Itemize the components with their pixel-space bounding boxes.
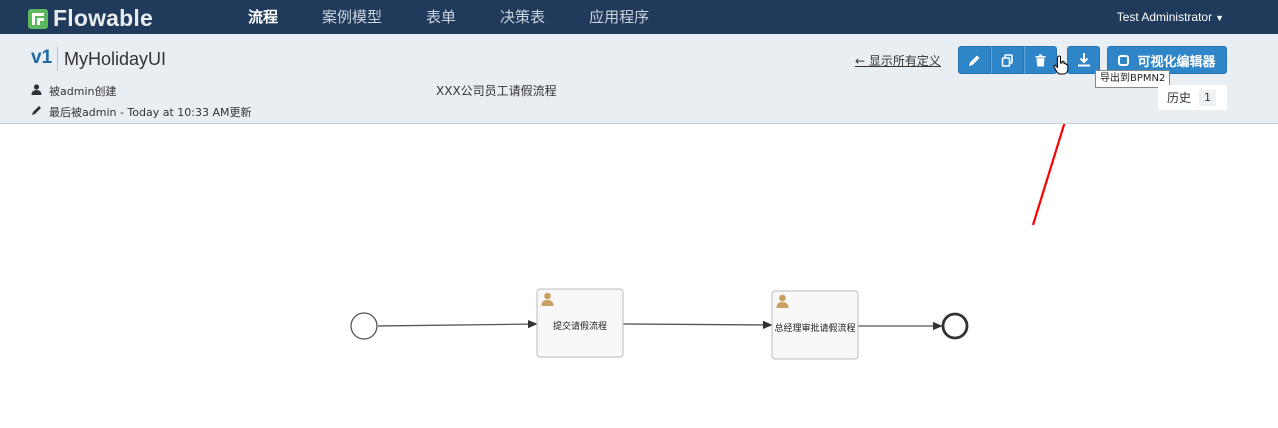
last-updated-line: 最后被admin - Today at 10:33 AM更新 bbox=[31, 104, 252, 120]
nav-processes[interactable]: 流程 bbox=[226, 0, 300, 40]
created-by-text: 被admin创建 bbox=[49, 85, 117, 98]
main-nav: 流程 案例模型 表单 决策表 应用程序 bbox=[226, 0, 671, 40]
nav-case-models[interactable]: 案例模型 bbox=[322, 8, 383, 26]
delete-button[interactable] bbox=[1024, 46, 1057, 74]
header-divider bbox=[57, 47, 58, 71]
created-by-line: 被admin创建 bbox=[31, 83, 116, 99]
edit-button[interactable] bbox=[958, 46, 991, 74]
model-actions bbox=[958, 46, 1057, 74]
user-icon bbox=[776, 294, 789, 308]
chevron-down-icon: ▼ bbox=[1215, 13, 1224, 23]
download-icon bbox=[1077, 53, 1090, 67]
hand-cursor-icon bbox=[1053, 55, 1069, 75]
visual-editor-label: 可视化编辑器 bbox=[1137, 54, 1216, 70]
sequence-flow[interactable] bbox=[377, 319, 538, 329]
user-task[interactable]: 提交请假流程 bbox=[536, 288, 624, 358]
show-all-definitions-link[interactable]: ← 显示所有定义 bbox=[855, 54, 941, 68]
start-event[interactable] bbox=[350, 312, 378, 340]
logo-text: Flowable bbox=[53, 5, 154, 31]
model-header: v1 MyHolidayUI 被admin创建 最后被admin - Today… bbox=[0, 34, 1278, 124]
duplicate-button[interactable] bbox=[991, 46, 1024, 74]
nav-forms[interactable]: 表单 bbox=[426, 8, 457, 26]
user-icon bbox=[31, 84, 43, 98]
user-menu[interactable]: Test Administrator▼ bbox=[1117, 0, 1224, 35]
end-event[interactable] bbox=[941, 312, 969, 340]
annotation-arrow bbox=[1031, 124, 1066, 226]
nav-decision-tables[interactable]: 决策表 bbox=[500, 8, 546, 26]
flowable-logo-icon bbox=[28, 8, 48, 29]
copy-icon bbox=[1001, 53, 1013, 67]
pencil-icon bbox=[969, 55, 980, 66]
export-bpmn-button[interactable] bbox=[1067, 46, 1100, 74]
model-name: MyHolidayUI bbox=[64, 49, 167, 69]
user-task[interactable]: 总经理审批请假流程 bbox=[771, 290, 859, 360]
history-count-badge: 1 bbox=[1199, 89, 1217, 106]
task-label: 总经理审批请假流程 bbox=[774, 322, 855, 334]
pencil-icon bbox=[31, 105, 43, 119]
export-tooltip: 导出到BPMN2 bbox=[1095, 70, 1171, 88]
user-name: Test Administrator bbox=[1116, 10, 1213, 24]
edit-square-icon bbox=[1118, 54, 1130, 66]
model-description: XXX公司员工请假流程 bbox=[436, 84, 557, 98]
process-diagram: 提交请假流程 总经理审批请假流程 bbox=[350, 124, 1066, 360]
model-version: v1 bbox=[31, 47, 53, 68]
task-label: 提交请假流程 bbox=[553, 320, 607, 332]
last-updated-text: 最后被admin - Today at 10:33 AM更新 bbox=[49, 106, 252, 119]
visual-editor-button[interactable]: 可视化编辑器 bbox=[1107, 46, 1227, 74]
history-button[interactable]: 历史 1 bbox=[1158, 85, 1227, 110]
user-icon bbox=[541, 292, 554, 306]
top-navbar: Flowable 流程 案例模型 表单 决策表 应用程序 Test Admini… bbox=[0, 0, 1278, 40]
trash-icon bbox=[1035, 54, 1046, 66]
sequence-flow[interactable] bbox=[622, 320, 773, 330]
flowable-logo[interactable]: Flowable bbox=[28, 5, 153, 32]
history-label: 历史 bbox=[1167, 91, 1192, 105]
nav-apps[interactable]: 应用程序 bbox=[589, 8, 650, 26]
